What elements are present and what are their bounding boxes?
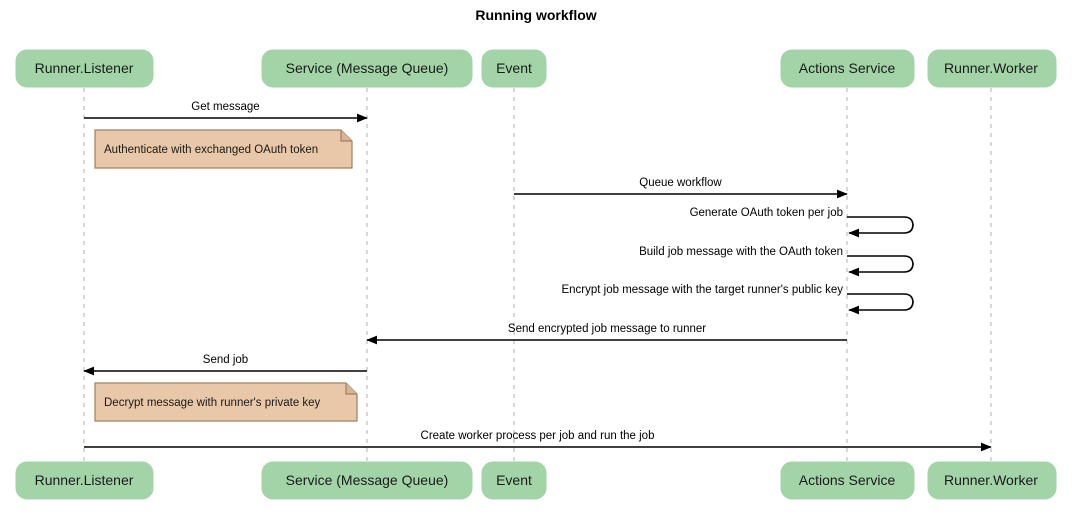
participant-label: Service (Message Queue) xyxy=(286,60,449,76)
participant-box xyxy=(481,49,547,88)
participant-box xyxy=(15,49,154,88)
participant-runner-listener-header[interactable]: Runner.Listener xyxy=(15,49,154,88)
participant-label: Event xyxy=(496,472,532,488)
participant-box xyxy=(927,461,1057,500)
participant-box xyxy=(780,461,915,500)
header-participants-group: Runner.Listener Service (Message Queue) Ev… xyxy=(15,49,1057,88)
message-queue-workflow[interactable]: Queue workflow xyxy=(514,177,848,199)
message-label: Encrypt job message with the target runn… xyxy=(561,284,843,296)
page-title: Running workflow xyxy=(475,7,596,23)
message-get-message[interactable]: Get message xyxy=(84,101,368,123)
self-loop-path xyxy=(847,216,914,238)
self-loop-path xyxy=(847,255,914,277)
message-label: Send job xyxy=(203,354,248,366)
participant-runner-worker-footer[interactable]: Runner.Worker xyxy=(927,461,1057,500)
participant-runner-listener-footer[interactable]: Runner.Listener xyxy=(15,461,154,500)
participant-runner-worker-header[interactable]: Runner.Worker xyxy=(927,49,1057,88)
participant-box xyxy=(481,461,547,500)
participant-service-message-queue-header[interactable]: Service (Message Queue) xyxy=(261,49,473,88)
participant-actions-service-header[interactable]: Actions Service xyxy=(780,49,915,88)
note-fold-corner xyxy=(340,130,352,142)
message-send-job[interactable]: Send job xyxy=(83,354,367,376)
note-label: Authenticate with exchanged OAuth token xyxy=(104,144,318,156)
message-send-encrypted-job-message-to-runner[interactable]: Send encrypted job message to runner xyxy=(366,323,847,345)
note-label: Decrypt message with runner's private ke… xyxy=(104,397,321,409)
message-label: Queue workflow xyxy=(639,177,722,189)
participant-box xyxy=(927,49,1057,88)
self-loop-path xyxy=(847,293,914,315)
note-authenticate-with-exchanged-oauth-token: Authenticate with exchanged OAuth token xyxy=(94,129,353,169)
participant-label: Runner.Worker xyxy=(944,472,1038,488)
message-label: Send encrypted job message to runner xyxy=(508,323,706,335)
participant-service-message-queue-footer[interactable]: Service (Message Queue) xyxy=(261,461,473,500)
note-fold-corner xyxy=(345,383,357,395)
note-body xyxy=(94,129,353,169)
participant-event-footer[interactable]: Event xyxy=(481,461,547,500)
notes-group: Authenticate with exchanged OAuth tokenD… xyxy=(94,129,358,422)
participant-box xyxy=(261,49,473,88)
note-body xyxy=(94,382,358,422)
message-generate-oauth-token-per-job[interactable]: Generate OAuth token per job xyxy=(690,207,914,238)
message-label: Generate OAuth token per job xyxy=(690,207,843,219)
message-label: Create worker process per job and run th… xyxy=(421,430,655,442)
message-create-worker-process-per-job-and-run-the-job[interactable]: Create worker process per job and run th… xyxy=(84,430,992,452)
participant-label: Event xyxy=(496,60,532,76)
participant-label: Actions Service xyxy=(799,60,896,76)
participant-label: Runner.Listener xyxy=(35,60,134,76)
participant-box xyxy=(15,461,154,500)
message-build-job-message-with-the-oauth-token[interactable]: Build job message with the OAuth token xyxy=(639,246,914,277)
participant-box xyxy=(780,49,915,88)
message-label: Get message xyxy=(191,101,259,113)
message-label: Build job message with the OAuth token xyxy=(639,246,843,258)
note-decrypt-message-with-runners-private-key: Decrypt message with runner's private ke… xyxy=(94,382,358,422)
participant-label: Service (Message Queue) xyxy=(286,472,449,488)
message-encrypt-job-message-with-the-target-runners-public-key[interactable]: Encrypt job message with the target runn… xyxy=(561,284,914,315)
participant-label: Actions Service xyxy=(799,472,896,488)
participant-event-header[interactable]: Event xyxy=(481,49,547,88)
participant-label: Runner.Listener xyxy=(35,472,134,488)
footer-participants-group: Runner.Listener Service (Message Queue) Ev… xyxy=(15,461,1057,500)
participant-actions-service-footer[interactable]: Actions Service xyxy=(780,461,915,500)
participant-label: Runner.Worker xyxy=(944,60,1038,76)
participant-box xyxy=(261,461,473,500)
